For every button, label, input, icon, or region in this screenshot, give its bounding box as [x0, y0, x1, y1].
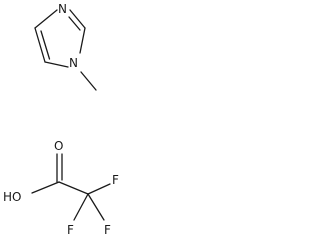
bond-n3-c2-double	[68, 16, 81, 31]
bond-c4-c5	[34, 27, 46, 63]
atom-f3-label: F	[104, 223, 111, 237]
bond-n1-c5	[44, 61, 69, 68]
tfa-molecule	[31, 153, 111, 221]
bond-cf3-f3	[87, 193, 105, 221]
bond-c4-n3	[34, 9, 58, 29]
imidazole-ring	[34, 9, 97, 91]
chemical-structure-diagram: N N O HO F F F	[3, 2, 119, 237]
atom-o-carbonyl-label: O	[54, 139, 63, 153]
bond-c-cf3	[58, 181, 89, 195]
bond-cf3-f1	[87, 183, 111, 195]
atom-n3-label: N	[58, 2, 67, 16]
bond-c2-n1	[79, 27, 86, 54]
atom-f2-label: F	[67, 223, 74, 237]
atom-f1-label: F	[112, 173, 119, 187]
bond-cf3-f2	[73, 193, 89, 221]
bond-c-oh	[31, 181, 60, 194]
bond-n1-methyl	[80, 71, 97, 91]
atom-oh-label: HO	[3, 190, 21, 204]
atom-n1-label: N	[69, 56, 78, 70]
bond-n3-c2	[69, 9, 86, 29]
bond-c4-c5-double	[40, 30, 51, 60]
